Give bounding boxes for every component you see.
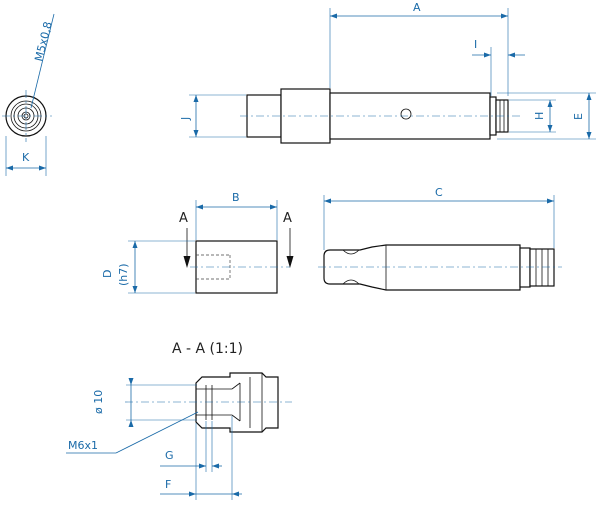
end-view: M5x0,8 K bbox=[2, 13, 55, 176]
dim-d-label: D bbox=[101, 270, 114, 278]
dim-dia10-label: ø 10 bbox=[92, 390, 105, 414]
section-mark-right: A bbox=[283, 211, 292, 226]
dim-j-label: J bbox=[179, 117, 192, 121]
thread-m5-label: M5x0,8 bbox=[32, 20, 54, 62]
pin-side-view: C bbox=[318, 186, 562, 291]
dim-h-label: H bbox=[533, 112, 546, 120]
dim-k-label: K bbox=[22, 151, 30, 164]
dim-h7-label: (h7) bbox=[117, 263, 130, 286]
dim-g-label: G bbox=[165, 449, 174, 462]
section-mark-left: A bbox=[179, 211, 188, 226]
sleeve-view: A A B D (h7) bbox=[101, 191, 294, 294]
thread-m6-label: M6x1 bbox=[68, 439, 98, 452]
section-title: A - A (1:1) bbox=[172, 341, 243, 357]
dim-f-label: F bbox=[165, 478, 171, 491]
section-view: ø 10 M6x1 G F bbox=[66, 372, 292, 500]
side-view-top: A I J H E bbox=[179, 1, 596, 144]
dim-e-label: E bbox=[572, 113, 585, 120]
dim-i-label: I bbox=[474, 38, 477, 51]
dim-b-label: B bbox=[232, 191, 240, 204]
dim-c-label: C bbox=[435, 186, 443, 199]
dim-a-label: A bbox=[413, 1, 421, 14]
